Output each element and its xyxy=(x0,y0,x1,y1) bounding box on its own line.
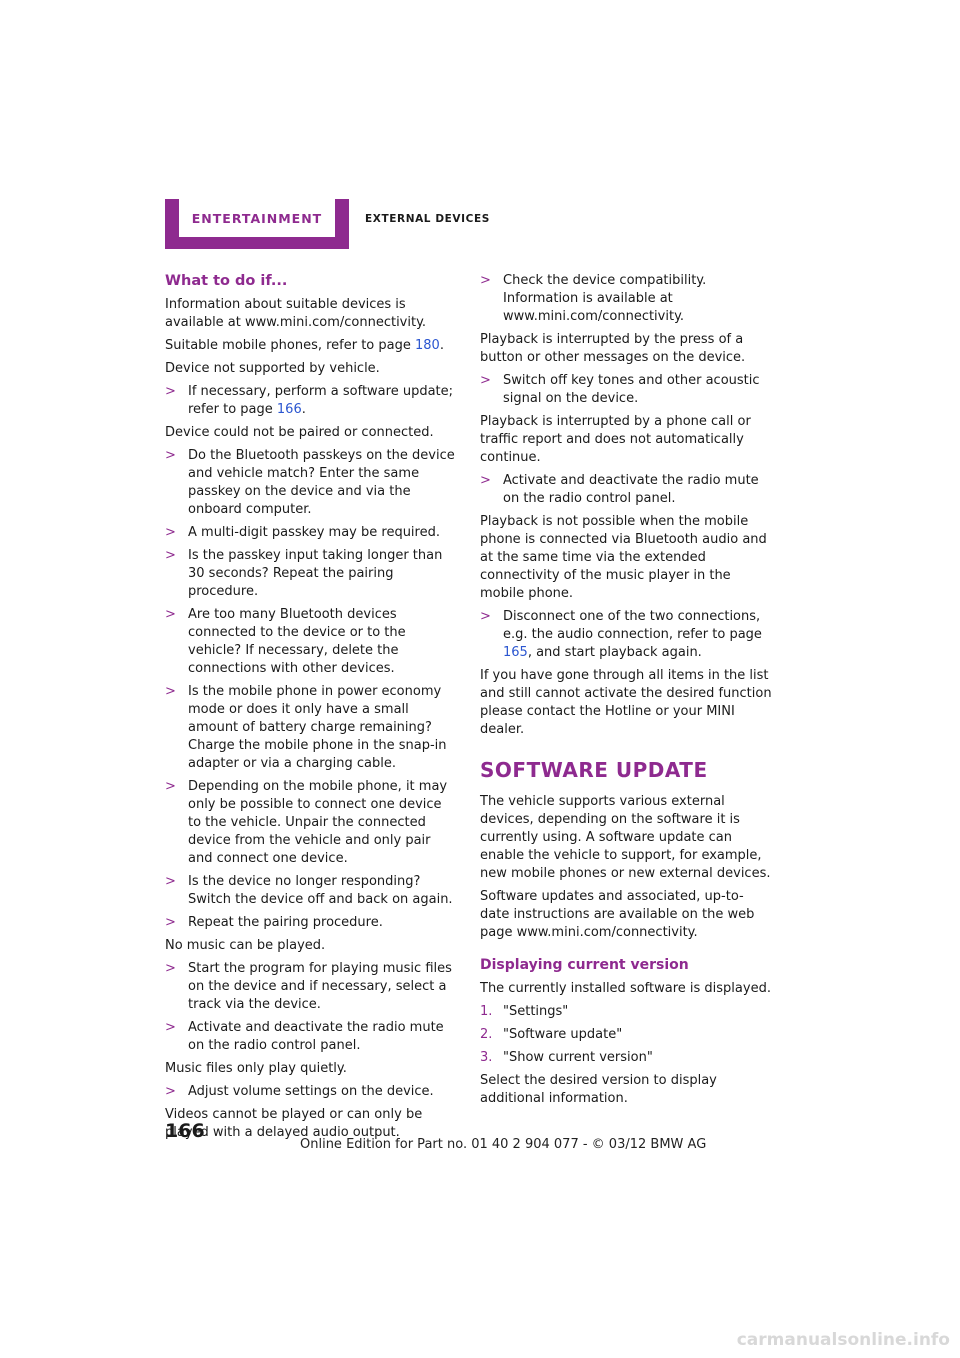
section-title: EXTERNAL DEVICES xyxy=(365,213,490,225)
bullet-item: Is the mobile phone in power economy mod… xyxy=(165,683,457,773)
update-end: . xyxy=(301,402,306,417)
quiet-paragraph: Music files only play quietly. xyxy=(165,1061,347,1076)
step-number: 3. xyxy=(480,1050,493,1065)
step-text: "Software update" xyxy=(503,1027,623,1042)
software-paragraph-3: The currently installed software is disp… xyxy=(480,981,771,996)
step-text: "Show current version" xyxy=(503,1050,653,1065)
bullet-item: Start the program for playing music file… xyxy=(165,960,457,1014)
edition-footer: Online Edition for Part no. 01 40 2 904 … xyxy=(300,1137,707,1152)
troubleshoot-heading: What to do if... xyxy=(165,273,288,289)
interrupt-call-paragraph: Playback is interrupted by a phone call … xyxy=(480,414,751,465)
page-link-165[interactable]: 165 xyxy=(503,645,528,660)
software-paragraph-4: Select the desired version to display ad… xyxy=(480,1073,717,1106)
bullet-item: A multi-digit passkey may be required. xyxy=(165,524,457,542)
step-item: 3. "Show current version" xyxy=(480,1049,772,1067)
chapter-title: ENTERTAINMENT xyxy=(191,211,323,226)
intro-paragraph: Information about suitable devices is av… xyxy=(165,297,427,330)
software-paragraph-1: The vehicle supports various external de… xyxy=(480,794,771,881)
disconnect-text: Disconnect one of the two connections, e… xyxy=(503,609,762,642)
not-possible-paragraph: Playback is not possible when the mobile… xyxy=(480,514,767,601)
dealer-paragraph: If you have gone through all items in th… xyxy=(480,668,772,737)
watermark: carmanualsonline.info xyxy=(736,1330,950,1350)
videos-paragraph: Videos cannot be played or can only be p… xyxy=(165,1107,423,1140)
step-item: 1. "Settings" xyxy=(480,1003,772,1021)
no-music-paragraph: No music can be played. xyxy=(165,938,326,953)
software-paragraph-2: Software updates and associated, up-to-d… xyxy=(480,889,755,940)
bullet-item: Activate and deactivate the radio mute o… xyxy=(165,1019,457,1055)
step-text: "Settings" xyxy=(503,1004,569,1019)
page-header: ENTERTAINMENT EXTERNAL DEVICES xyxy=(165,199,765,249)
page-link-166[interactable]: 166 xyxy=(276,402,302,417)
step-number: 1. xyxy=(480,1004,493,1019)
phones-text: Suitable mobile phones, refer to page xyxy=(165,338,415,353)
bullet-item: Is the passkey input taking longer than … xyxy=(165,547,457,601)
phones-end: . xyxy=(439,338,444,353)
current-version-heading: Displaying current version xyxy=(480,957,689,973)
step-item: 2. "Software update" xyxy=(480,1026,772,1044)
chapter-tab: ENTERTAINMENT xyxy=(165,199,349,249)
not-paired-paragraph: Device could not be paired or connected. xyxy=(165,425,434,440)
phones-paragraph: Suitable mobile phones, refer to page 18… xyxy=(165,337,457,355)
bullet-item: Disconnect one of the two connections, e… xyxy=(480,608,772,662)
software-heading: Software update xyxy=(480,758,708,782)
right-column: Check the device compatibility. Informat… xyxy=(480,272,772,1113)
update-text: If necessary, perform a software update;… xyxy=(188,384,454,417)
bullet-item: Activate and deactivate the radio mute o… xyxy=(480,472,772,508)
bullet-item: Depending on the mobile phone, it may on… xyxy=(165,778,457,868)
bullet-item: If necessary, perform a software update;… xyxy=(165,383,457,419)
not-supported-paragraph: Device not supported by vehicle. xyxy=(165,361,380,376)
interrupt-button-paragraph: Playback is interrupted by the press of … xyxy=(480,332,746,365)
page-link-180[interactable]: 180 xyxy=(415,338,440,353)
bullet-item: Are too many Bluetooth devices connected… xyxy=(165,606,457,678)
page-number: 166 xyxy=(165,1120,205,1142)
bullet-item: Switch off key tones and other acoustic … xyxy=(480,372,772,408)
disconnect-end: , and start playback again. xyxy=(527,645,702,660)
bullet-item: Do the Bluetooth passkeys on the device … xyxy=(165,447,457,519)
left-column: What to do if... Information about suita… xyxy=(165,272,457,1147)
bullet-item: Adjust volume settings on the device. xyxy=(165,1083,457,1101)
step-number: 2. xyxy=(480,1027,493,1042)
bullet-item: Check the device compatibility. Informat… xyxy=(480,272,772,326)
bullet-item: Repeat the pairing procedure. xyxy=(165,914,457,932)
bullet-item: Is the device no longer responding? Swit… xyxy=(165,873,457,909)
